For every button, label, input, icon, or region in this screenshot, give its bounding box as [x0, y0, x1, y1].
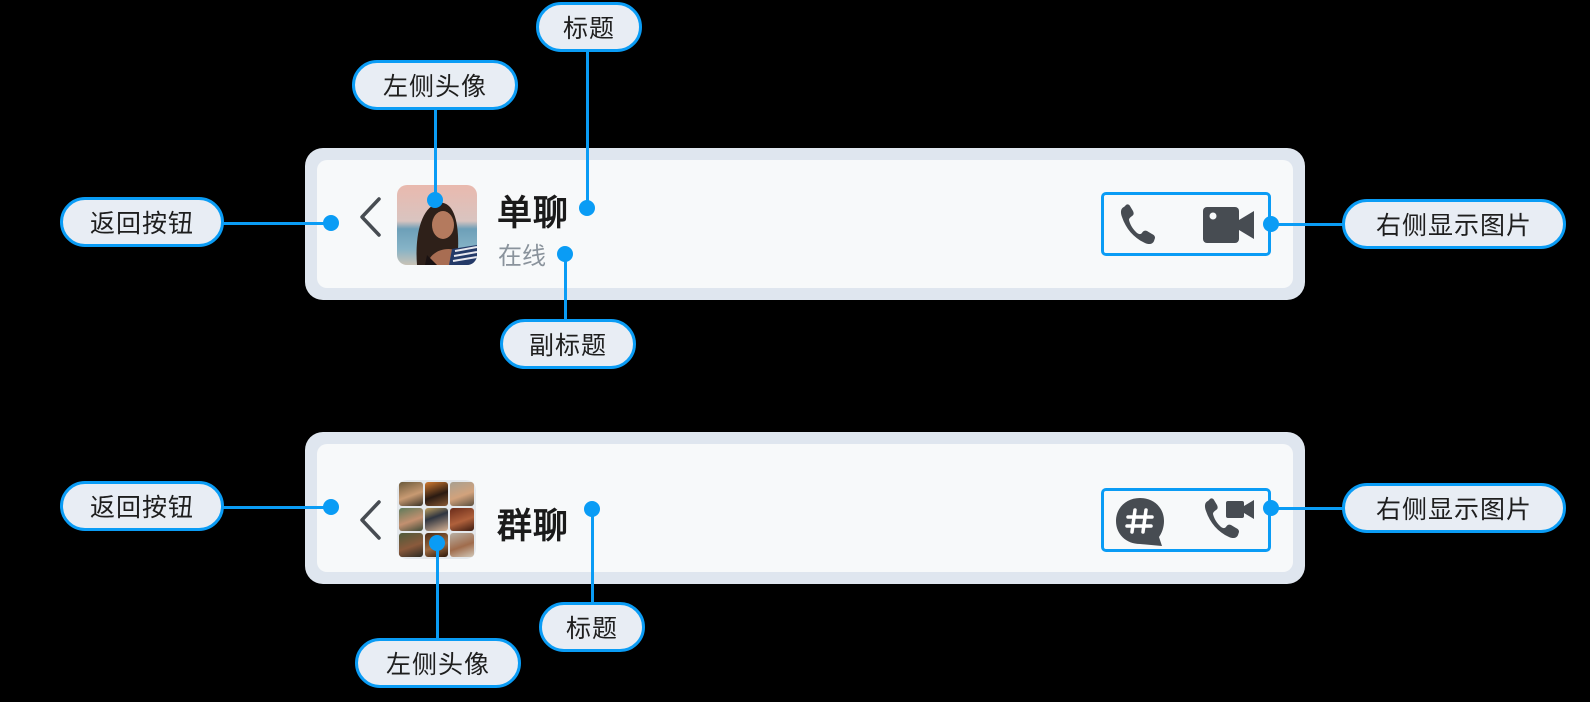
single-chat-navbar-inner: 单聊 在线	[317, 160, 1293, 288]
callout-back-button: 返回按钮	[60, 481, 224, 531]
member-thumb	[450, 507, 474, 532]
single-chat-navbar: 单聊 在线	[305, 148, 1305, 300]
leader-line	[223, 506, 331, 509]
leader-line	[591, 509, 594, 603]
member-thumb	[399, 507, 423, 532]
member-thumb	[450, 482, 474, 506]
member-thumb	[399, 482, 423, 506]
member-thumb	[399, 533, 423, 557]
anchor-dot	[579, 200, 595, 216]
right-icons-group	[1101, 488, 1271, 552]
leader-line	[436, 543, 439, 639]
group-avatar-grid[interactable]	[397, 480, 476, 559]
group-chat-navbar-inner: 群聊	[317, 444, 1293, 572]
chat-title: 单聊	[497, 194, 570, 234]
group-chat-navbar: 群聊	[305, 432, 1305, 584]
leader-line	[223, 222, 331, 225]
anchor-dot	[323, 215, 339, 231]
member-thumb	[424, 482, 449, 506]
phone-icon[interactable]	[1118, 203, 1158, 247]
callout-title: 标题	[539, 602, 645, 652]
anchor-dot	[323, 499, 339, 515]
member-thumb	[424, 507, 449, 532]
callout-back-button: 返回按钮	[60, 197, 224, 247]
member-thumb	[450, 533, 474, 557]
chat-subtitle: 在线	[498, 242, 546, 270]
chat-title: 群聊	[497, 507, 570, 547]
back-chevron-icon[interactable]	[357, 196, 385, 238]
callout-avatar: 左侧头像	[352, 60, 518, 110]
leader-line	[1271, 507, 1345, 510]
leader-line	[564, 254, 567, 320]
anchor-dot	[427, 192, 443, 208]
hashtag-chat-icon[interactable]	[1114, 496, 1166, 548]
leader-line	[1271, 223, 1345, 226]
callout-title: 标题	[536, 2, 642, 52]
leader-line	[586, 51, 589, 207]
phone-video-icon[interactable]	[1202, 497, 1258, 545]
back-chevron-icon[interactable]	[357, 499, 385, 541]
leader-line	[434, 109, 437, 199]
callout-right-images: 右侧显示图片	[1342, 483, 1566, 533]
callout-avatar: 左侧头像	[355, 638, 521, 688]
callout-subtitle: 副标题	[500, 319, 636, 369]
right-icons-group	[1101, 192, 1271, 256]
callout-right-images: 右侧显示图片	[1342, 199, 1566, 249]
video-camera-icon[interactable]	[1202, 206, 1256, 244]
